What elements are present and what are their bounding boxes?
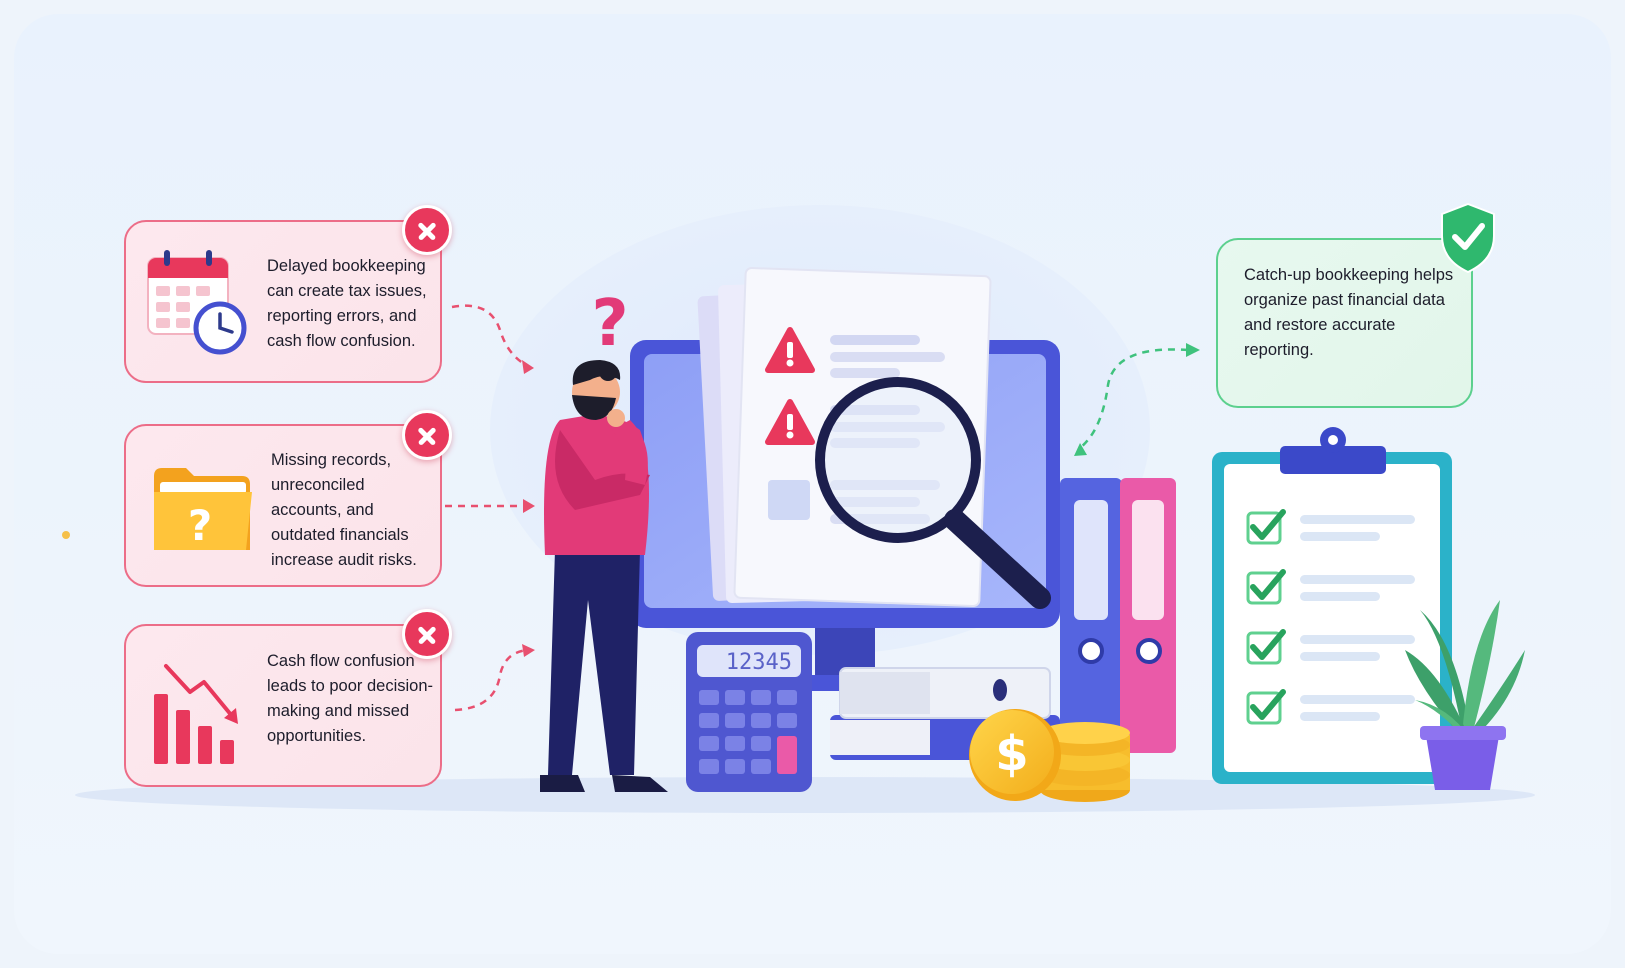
magnifying-glass-icon xyxy=(815,377,1051,609)
problem-card-decision: Cash flow confusion leads to poor decisi… xyxy=(124,624,442,787)
calculator-icon: 12345 xyxy=(686,632,812,792)
svg-text:?: ? xyxy=(188,501,212,550)
error-x-icon xyxy=(402,609,452,659)
shield-check-icon xyxy=(1441,202,1495,274)
arrows-to-person xyxy=(445,304,529,712)
problem-card-audit: ? Missing records, unreconciled accounts… xyxy=(124,424,442,587)
warning-icon xyxy=(765,327,815,373)
arrowheads xyxy=(522,360,535,657)
thinking-person: ? xyxy=(540,287,668,792)
arrowhead xyxy=(1186,343,1200,357)
problem-text: Missing records, unreconciled accounts, … xyxy=(271,451,417,569)
question-mark-icon: ? xyxy=(591,287,628,361)
checklist-clipboard-icon xyxy=(1212,427,1452,784)
problem-text: Cash flow confusion leads to poor decisi… xyxy=(267,652,434,745)
coin-stack-icon: $ xyxy=(969,709,1130,802)
binders xyxy=(1060,478,1176,753)
decorative-dot xyxy=(62,531,70,539)
svg-text:$: $ xyxy=(995,726,1028,782)
solution-text: Catch-up bookkeeping helps organize past… xyxy=(1244,266,1454,359)
problem-text: Delayed bookkeeping can create tax issue… xyxy=(267,257,427,350)
error-x-icon xyxy=(402,410,452,460)
arrow-to-solution xyxy=(1079,348,1189,449)
arrowhead xyxy=(1074,443,1087,456)
potted-plant-icon xyxy=(1405,600,1525,790)
ground-shadow xyxy=(75,777,1535,813)
error-x-icon xyxy=(402,205,452,255)
calculator-display: 12345 xyxy=(726,650,792,675)
calendar-clock-icon xyxy=(147,250,247,355)
warning-icon xyxy=(765,399,815,445)
folder-question-icon: ? xyxy=(154,468,252,550)
solution-card: Catch-up bookkeeping helps organize past… xyxy=(1216,238,1473,408)
declining-chart-icon xyxy=(154,664,238,764)
problem-card-tax: Delayed bookkeeping can create tax issue… xyxy=(124,220,442,383)
